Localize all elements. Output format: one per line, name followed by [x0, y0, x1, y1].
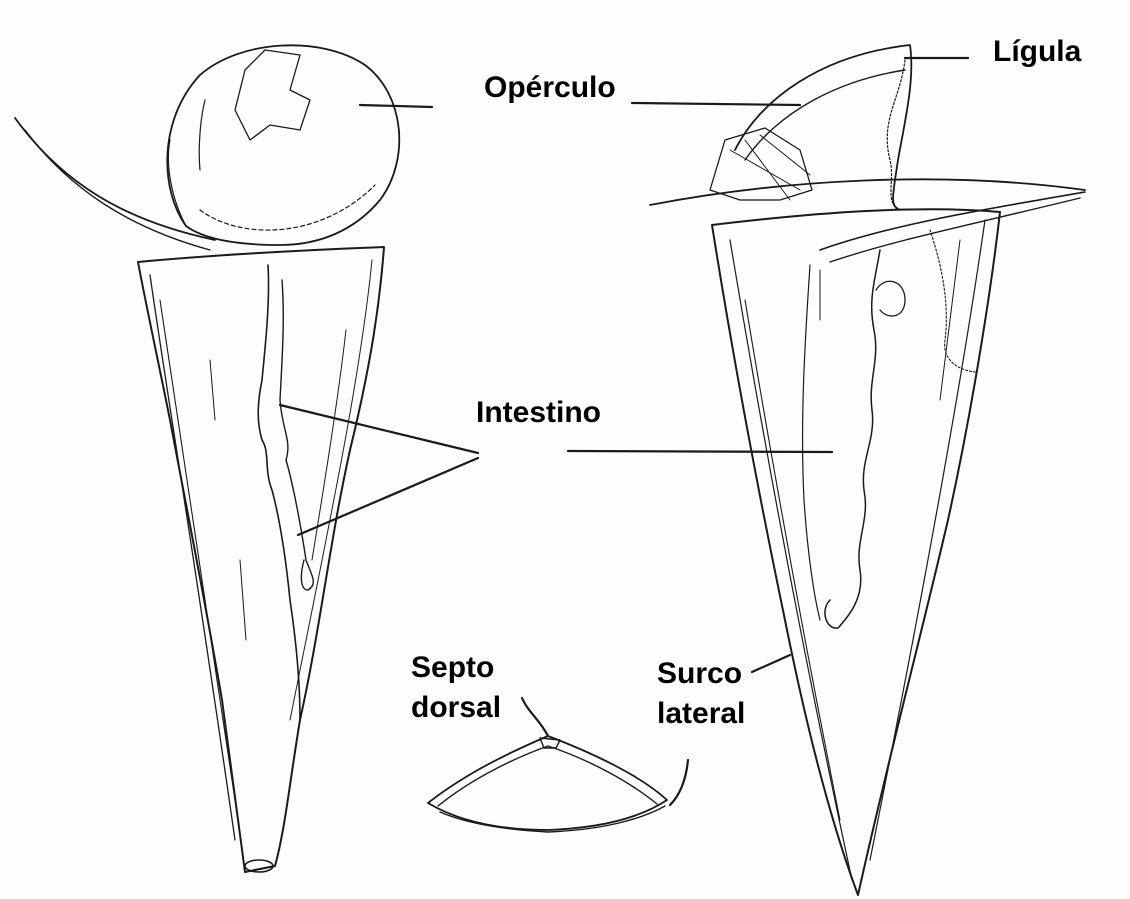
intestino-leader-right — [568, 451, 832, 452]
label-septo-dorsal: Septo dorsal — [411, 650, 501, 726]
label-surco-lateral: Surco lateral — [657, 656, 745, 732]
leader-lines — [280, 58, 968, 805]
right-conch — [712, 209, 1000, 895]
left-conch — [138, 247, 384, 872]
left-helen — [15, 118, 215, 240]
label-ligula: Lígula — [993, 34, 1081, 70]
surco-lateral-leader-lower — [670, 760, 688, 805]
intestino-leader-lower — [298, 458, 478, 535]
left-operculum — [167, 45, 399, 245]
label-operculo: Opérculo — [484, 70, 616, 106]
label-intestino: Intestino — [476, 395, 601, 431]
cross-section-outline — [428, 736, 667, 830]
surco-lateral-leader — [752, 655, 790, 672]
intestino-leader-upper — [280, 405, 478, 453]
right-intestine — [825, 250, 880, 628]
operculo-leader-left — [360, 105, 432, 107]
cross-section — [428, 736, 667, 832]
operculo-leader-right — [632, 103, 800, 105]
label-surco-lateral-line2: lateral — [657, 696, 745, 732]
label-surco-lateral-line1: Surco — [657, 656, 745, 692]
left-specimen — [15, 45, 399, 872]
label-septo-dorsal-line1: Septo — [411, 650, 501, 686]
right-operculum — [735, 45, 911, 210]
label-septo-dorsal-line2: dorsal — [411, 690, 501, 726]
septo-dorsal-leader — [522, 698, 548, 736]
right-specimen — [650, 45, 1085, 895]
